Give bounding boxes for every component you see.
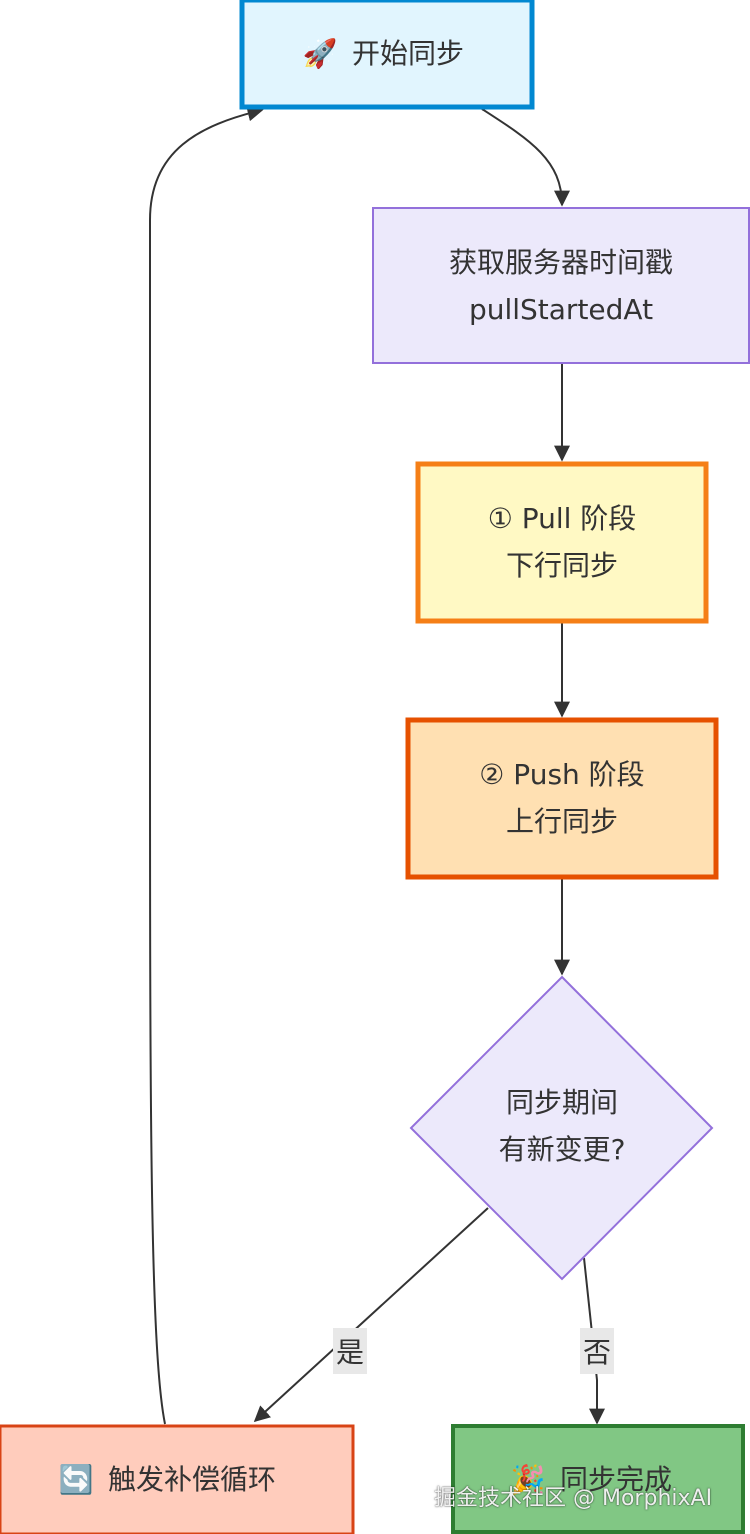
pull-node-line2: 下行同步 xyxy=(506,549,618,582)
pull-node: ① Pull 阶段 下行同步 xyxy=(415,461,709,624)
timestamp-node-line1: 获取服务器时间戳 xyxy=(449,246,673,279)
pull-node-line1: ① Pull 阶段 xyxy=(488,502,637,535)
start-node-label: 开始同步 xyxy=(352,37,464,70)
rocket-icon: 🚀 xyxy=(303,37,338,70)
done-node: 🎉 同步完成 xyxy=(451,1424,745,1534)
push-node: ② Push 阶段 上行同步 xyxy=(405,717,719,880)
edge-label-no: 否 xyxy=(580,1328,614,1374)
edge-start-to-timestamp xyxy=(481,108,570,207)
done-node-label: 同步完成 xyxy=(560,1463,672,1496)
svg-text:是: 是 xyxy=(336,1336,364,1369)
compensate-node-label: 触发补偿循环 xyxy=(108,1463,276,1496)
svg-text:否: 否 xyxy=(583,1336,611,1369)
repeat-icon: 🔄 xyxy=(59,1463,94,1496)
timestamp-node: 获取服务器时间戳 pullStartedAt xyxy=(372,207,750,364)
decision-node-line1: 同步期间 xyxy=(506,1086,618,1119)
push-node-line1: ② Push 阶段 xyxy=(479,758,644,791)
edge-decision-to-compensate xyxy=(253,1207,489,1423)
push-node-line2: 上行同步 xyxy=(506,805,618,838)
party-popper-icon: 🎉 xyxy=(511,1463,546,1496)
compensate-node: 🔄 触发补偿循环 xyxy=(0,1424,355,1534)
timestamp-node-line2: pullStartedAt xyxy=(469,293,653,326)
decision-node: 同步期间 有新变更? xyxy=(409,975,714,1281)
edge-compensate-to-start xyxy=(149,105,264,1425)
edge-label-yes: 是 xyxy=(333,1328,367,1374)
start-node: 🚀 开始同步 xyxy=(239,0,535,110)
watermark: 掘金技术社区 @ MorphixAI xyxy=(434,1486,713,1511)
edge-decision-to-done xyxy=(583,1257,605,1425)
decision-node-line2: 有新变更? xyxy=(499,1133,626,1166)
